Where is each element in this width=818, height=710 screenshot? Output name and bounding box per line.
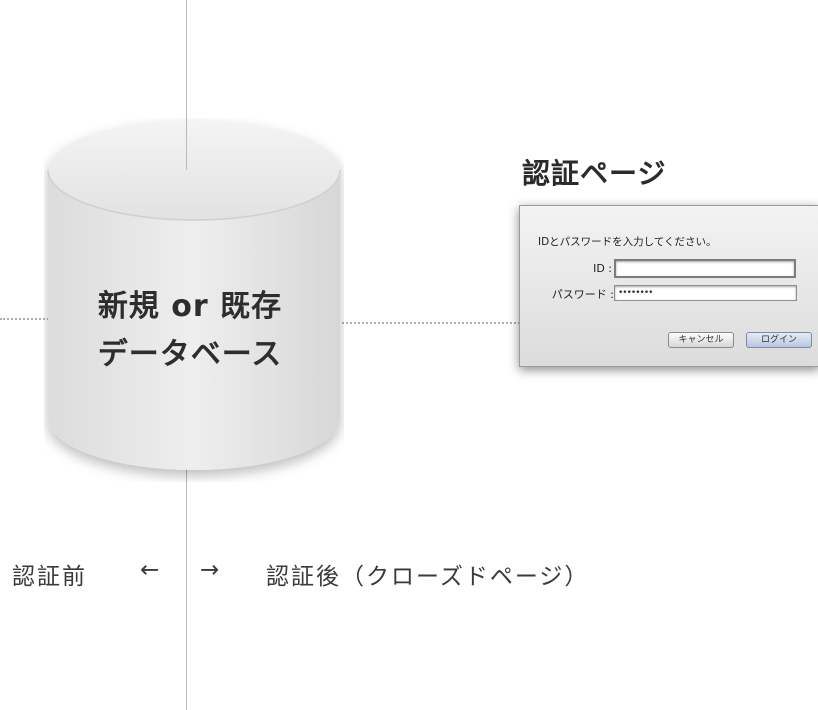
id-label: ID : (593, 262, 612, 275)
right-arrow-icon: → (200, 557, 220, 583)
cancel-button[interactable]: キャンセル (668, 332, 734, 348)
left-dotted-connector (0, 318, 92, 320)
password-field[interactable]: •••••••• (614, 285, 797, 301)
database-cylinder (47, 120, 341, 470)
dialog-message: IDとパスワードを入力してください。 (538, 236, 717, 248)
database-label-line2: データベース (97, 337, 283, 372)
right-dotted-connector (330, 322, 572, 324)
auth-page-title: 認証ページ (522, 157, 667, 190)
id-field[interactable] (614, 259, 796, 278)
database-label-line1: 新規 or 既存 (97, 289, 283, 324)
login-button[interactable]: ログイン (746, 332, 812, 348)
divider-line-top (186, 0, 187, 170)
after-auth-label: 認証後（クローズドページ） (266, 564, 590, 590)
left-arrow-icon: ← (140, 557, 160, 583)
before-auth-label: 認証前 (12, 564, 87, 590)
password-label: パスワード : (551, 288, 614, 301)
database-label: 新規 or 既存 データベース (60, 283, 320, 379)
login-dialog: IDとパスワードを入力してください。 ID : パスワード : ••••••••… (519, 205, 818, 367)
